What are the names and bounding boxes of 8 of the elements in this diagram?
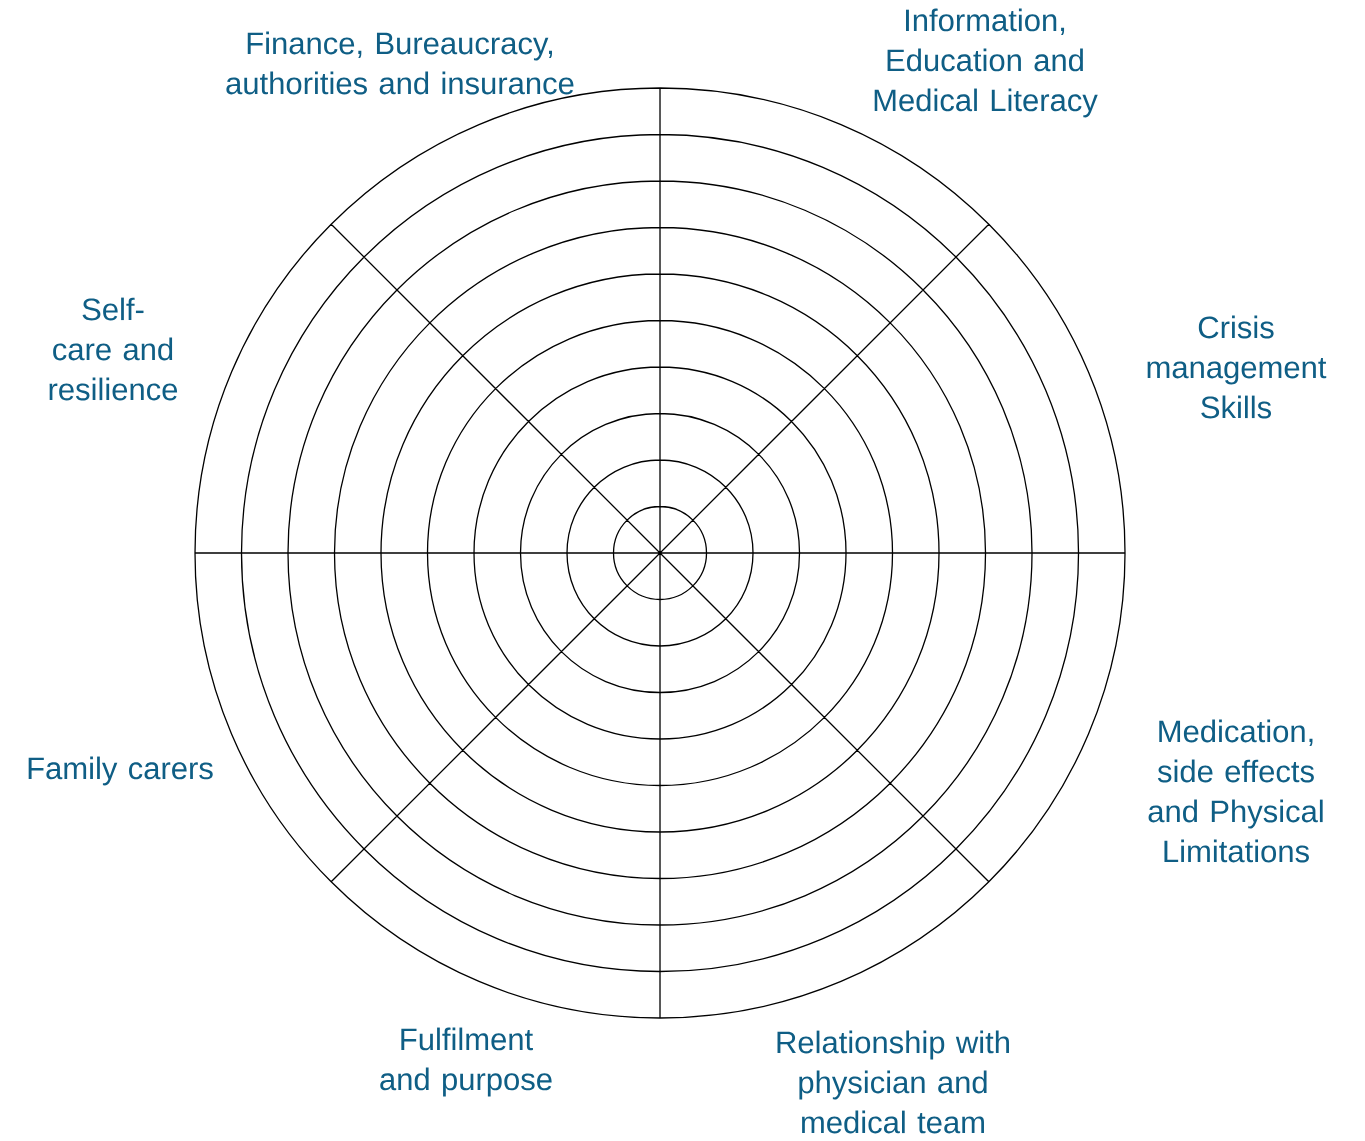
segment-label: Finance, Bureaucracy, authorities and insurance — [226, 31, 574, 95]
segment-label: Relationship with physician and medical team — [777, 1030, 1009, 1134]
segment-label: Family carers — [28, 756, 213, 786]
segment-label: Medication, side effects and Physical Limitations — [1148, 719, 1323, 863]
segment-label: Fulfilment and purpose — [380, 1027, 552, 1097]
segment-label: Information, Education and Medical Literacy — [874, 8, 1098, 118]
segment-label: Self-care and resilience — [49, 297, 178, 401]
segment-label: Crisis management Skills — [1147, 315, 1327, 419]
